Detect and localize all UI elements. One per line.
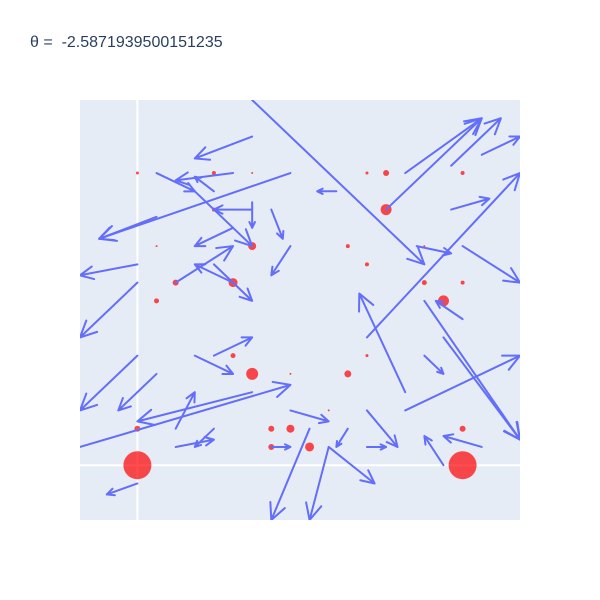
data-point (327, 409, 330, 412)
vector-arrow (365, 172, 520, 339)
vector-arrow (423, 354, 445, 375)
vector-arrow (358, 292, 407, 394)
vector-arrow (461, 245, 520, 284)
vector-arrow (289, 409, 330, 425)
vector-arrow (404, 117, 483, 175)
data-point (460, 280, 465, 285)
data-point (135, 171, 139, 175)
vector-arrow (305, 445, 330, 520)
vector-arrow (80, 354, 139, 412)
data-point (383, 170, 390, 177)
vector-arrow (450, 117, 502, 167)
vector-arrow (212, 263, 254, 302)
vector-arrow (80, 380, 292, 448)
chart-title: θ = -2.5871939500151235 (30, 34, 223, 51)
vector-arrow (450, 195, 491, 211)
vector-arrow (316, 187, 338, 195)
vector-arrow (434, 299, 464, 321)
data-point (123, 451, 152, 480)
vector-arrow (98, 215, 158, 242)
vector-arrow (174, 436, 215, 448)
vector-arrow (193, 190, 254, 248)
vector-arrow (269, 427, 311, 520)
vector-arrow (423, 435, 445, 467)
data-point (154, 298, 160, 304)
vector-arrow (248, 201, 256, 229)
vector-arrow (193, 226, 235, 248)
vector-arrow (193, 135, 254, 161)
data-point (286, 424, 295, 433)
vector-arrow (136, 391, 254, 426)
plot-marks (80, 100, 520, 520)
data-point (251, 172, 254, 175)
data-point (305, 442, 315, 452)
data-point (230, 353, 236, 359)
vector-arrow (335, 427, 349, 448)
data-point (460, 171, 465, 176)
vector-arrow (270, 208, 285, 240)
data-point (421, 280, 427, 286)
data-point (365, 354, 369, 358)
vector-arrow (80, 263, 139, 281)
vector-arrow (480, 135, 520, 156)
data-point (268, 425, 275, 432)
plot-area (80, 100, 520, 520)
data-point (459, 425, 466, 432)
data-point (289, 372, 292, 375)
vector-arrow (193, 354, 235, 375)
vector-arrow (270, 443, 292, 451)
vector-arrow (270, 245, 292, 277)
vector-arrow (365, 443, 388, 451)
vector-arrow (193, 263, 235, 284)
vector-arrow (404, 354, 520, 412)
data-point (345, 244, 350, 249)
vector-arrow (193, 175, 215, 193)
data-point (211, 171, 216, 176)
data-point (448, 451, 477, 480)
data-point (344, 370, 352, 378)
vector-arrow (117, 372, 158, 412)
vector-arrow (365, 409, 399, 448)
vector-arrow (212, 336, 254, 357)
vector-arrow (174, 391, 196, 430)
vector-arrow (251, 100, 426, 266)
data-point (155, 245, 158, 248)
data-point (364, 262, 369, 267)
vector-arrow (174, 171, 235, 186)
vector-arrow (80, 281, 139, 339)
vector-arrow (442, 336, 520, 441)
data-point (246, 367, 259, 380)
data-point (365, 171, 369, 175)
vector-arrow (442, 433, 483, 448)
vector-arrow (327, 445, 376, 485)
vector-arrow (105, 482, 139, 497)
